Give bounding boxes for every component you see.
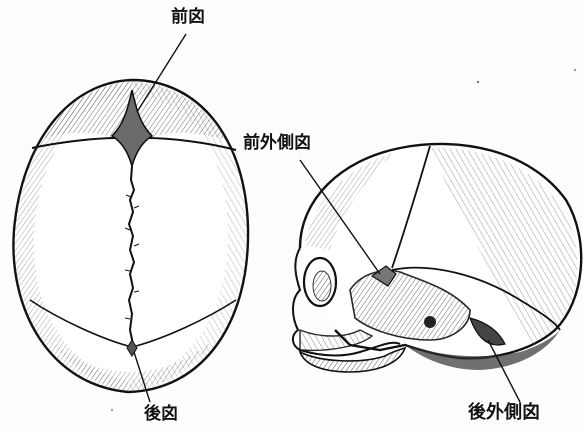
label-anterior-fontanelle: 前囟 bbox=[171, 9, 205, 26]
side-view-skull bbox=[293, 144, 581, 402]
ear-canal bbox=[424, 316, 436, 328]
mandible bbox=[300, 348, 405, 372]
label-posterior-fontanelle: 後囟 bbox=[144, 406, 178, 423]
label-posterolateral-fontanelle: 後外側囟 bbox=[468, 404, 540, 422]
eye-orbit-inner bbox=[313, 271, 331, 301]
label-anterolateral-fontanelle: 前外側囟 bbox=[243, 135, 311, 152]
top-view-skull bbox=[13, 34, 248, 402]
